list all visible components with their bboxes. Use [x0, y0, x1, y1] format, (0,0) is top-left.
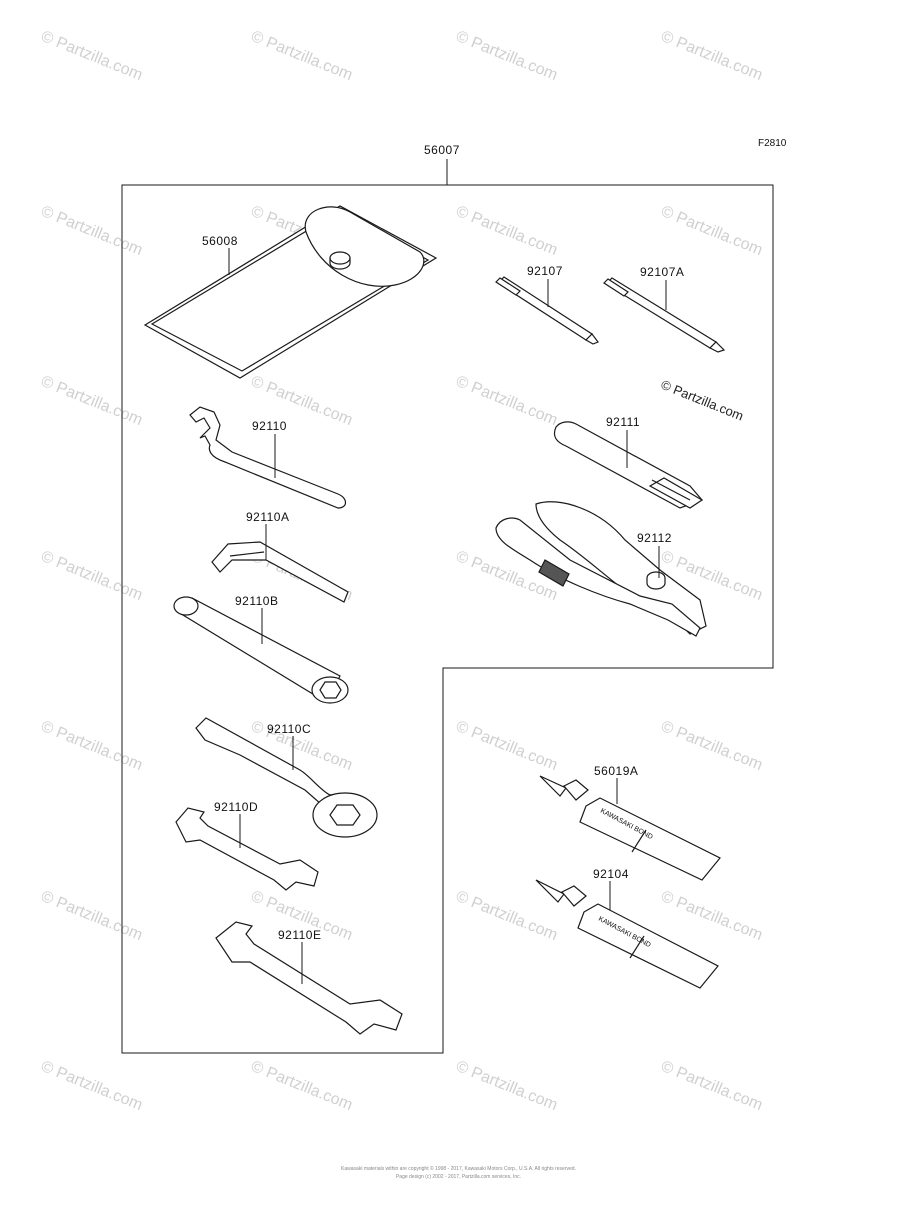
watermark: © Partzilla.com [454, 373, 560, 429]
handle-92111 [553, 421, 704, 509]
watermark: © Partzilla.com [39, 888, 145, 944]
watermark: © Partzilla.com [39, 28, 145, 84]
watermark: © Partzilla.com [454, 203, 560, 259]
assembly-label: 56007 [424, 143, 460, 157]
footer-page-design: Page design (c) 2002 - 2017, Partzilla.c… [395, 1174, 522, 1180]
part-label-92107A: 92107A [640, 265, 684, 279]
watermark: © Partzilla.com [454, 888, 560, 944]
part-label-92110D: 92110D [214, 800, 258, 814]
watermark: © Partzilla.com [454, 28, 560, 84]
double-spanner-92110E [215, 921, 403, 1035]
assembly-outline [121, 184, 774, 1054]
watermark: © Partzilla.com [39, 203, 145, 259]
ring-spanner-92110C [195, 717, 378, 838]
watermark: © Partzilla.com [659, 1058, 765, 1114]
part-label-92112: 92112 [637, 531, 672, 545]
part-label-92111: 92111 [606, 415, 640, 429]
copyright-stamp: © Partzilla.com [659, 377, 746, 424]
watermark: © Partzilla.com [39, 1058, 145, 1114]
tool-bag-56008 [143, 205, 438, 379]
bond-tube-56019A [539, 775, 721, 881]
watermark: © Partzilla.com [454, 718, 560, 774]
watermark: © Partzilla.com [39, 548, 145, 604]
watermark: © Partzilla.com [659, 28, 765, 84]
watermark: © Partzilla.com [454, 1058, 560, 1114]
watermark: © Partzilla.com [249, 28, 355, 84]
part-label-92110: 92110 [252, 419, 287, 433]
box-spanner-92110B [173, 596, 349, 704]
part-label-92110E: 92110E [278, 928, 321, 942]
watermark: © Partzilla.com [659, 888, 765, 944]
part-label-92104: 92104 [593, 867, 629, 881]
watermark: © Partzilla.com [659, 718, 765, 774]
watermark: © Partzilla.com [39, 718, 145, 774]
pliers-92112 [495, 501, 707, 637]
screwdriver-92107A [603, 277, 726, 353]
part-label-92110A: 92110A [246, 510, 289, 524]
part-label-56019A: 56019A [594, 764, 638, 778]
bond-tube-92104 [535, 879, 719, 989]
watermark: © Partzilla.com [39, 373, 145, 429]
screwdriver-92107 [495, 276, 599, 345]
watermark: © Partzilla.com [249, 1058, 355, 1114]
part-label-92110C: 92110C [267, 722, 311, 736]
watermark: © Partzilla.com [659, 203, 765, 259]
spanner-92110 [189, 406, 347, 509]
footer-copyright: Kawasaki materials within are copyright … [341, 1166, 576, 1172]
open-spanner-92110D [175, 807, 319, 891]
part-label-56008: 56008 [202, 234, 238, 248]
part-label-92107: 92107 [527, 264, 563, 278]
part-label-92110B: 92110B [235, 594, 278, 608]
figure-code: F2810 [758, 138, 787, 149]
hex-key-92110A [211, 541, 349, 603]
